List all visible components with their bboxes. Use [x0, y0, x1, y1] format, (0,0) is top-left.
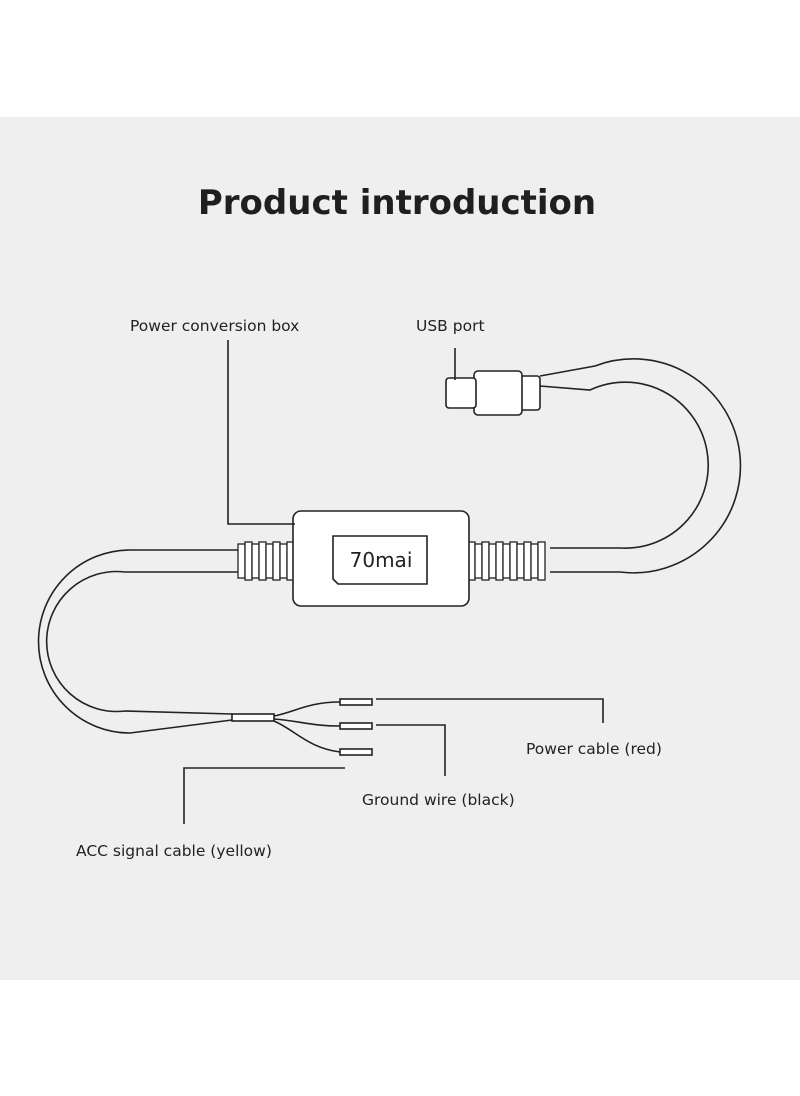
- left-strain-relief: [237, 541, 295, 581]
- power-wire-tip: [339, 698, 373, 706]
- acc-cable-label: ACC signal cable (yellow): [76, 842, 272, 860]
- right-cable-loop: [539, 358, 742, 574]
- power-box-callout-line: [227, 340, 295, 525]
- power-cable-callout-line: [376, 698, 604, 723]
- acc-cable-callout-line: [183, 767, 345, 824]
- power-cable-label: Power cable (red): [526, 740, 662, 758]
- page-title: Product introduction: [198, 183, 596, 223]
- ground-wire-callout-line: [376, 724, 446, 776]
- usb-port-label: USB port: [416, 317, 485, 335]
- power-conversion-box: 70mai: [292, 510, 470, 607]
- right-strain-relief: [467, 541, 546, 581]
- brand-logo: 70mai: [350, 548, 413, 572]
- usb-connector: [445, 370, 541, 416]
- wire-breakout: [231, 698, 373, 756]
- power-box-label: Power conversion box: [130, 317, 299, 335]
- left-cable-loop: [37, 549, 240, 734]
- ground-wire-label: Ground wire (black): [362, 791, 515, 809]
- acc-wire-tip: [339, 748, 373, 756]
- ground-wire-tip: [339, 722, 373, 730]
